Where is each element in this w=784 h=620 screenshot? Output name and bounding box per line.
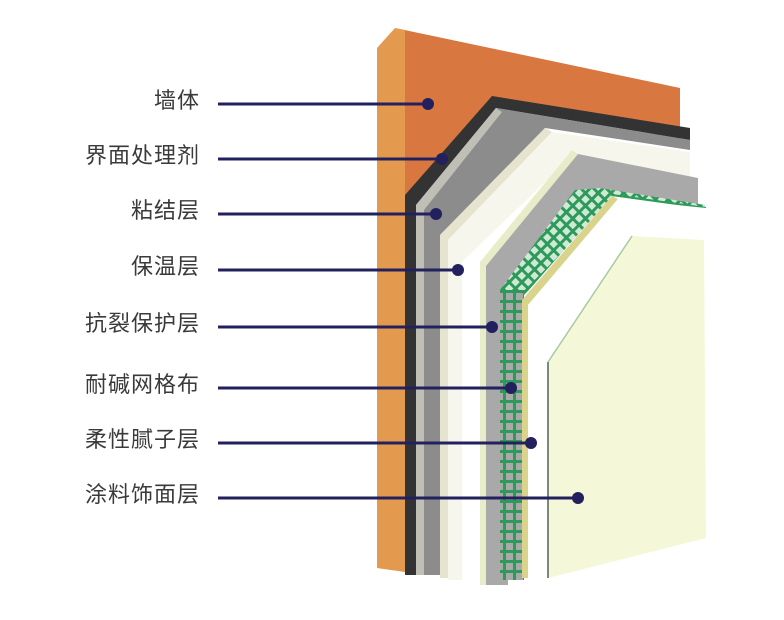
leader-lines (218, 98, 584, 504)
leader-crack-protection (218, 321, 498, 333)
leader-dot (572, 492, 584, 504)
label-insulation: 保温层 (130, 255, 200, 280)
putty-front (528, 199, 706, 578)
label-putty: 柔性腻子层 (84, 428, 200, 453)
label-wall: 墙体 (153, 89, 200, 114)
leader-dot (430, 208, 442, 220)
leader-putty (218, 437, 537, 449)
finish-front (548, 236, 706, 578)
leader-interface (218, 153, 448, 165)
finish-diag-edge (547, 235, 633, 363)
wall-side-face (377, 28, 405, 572)
wall-layer (377, 28, 680, 572)
label-interface-agent: 界面处理剂 (84, 144, 200, 169)
leader-dot (486, 321, 498, 333)
leader-finish (218, 492, 584, 504)
leader-wall (218, 98, 434, 110)
mesh-layer (500, 188, 707, 580)
leader-dot (422, 98, 434, 110)
leader-adhesive (218, 208, 442, 220)
putty-layer (522, 196, 706, 578)
leader-mesh (218, 382, 517, 394)
leader-insulation (218, 264, 464, 276)
label-crack-protection: 抗裂保护层 (84, 312, 200, 337)
label-finish: 涂料饰面层 (84, 483, 200, 508)
finish-layer (547, 235, 706, 578)
mesh-vertical (500, 290, 524, 580)
leader-dot (436, 153, 448, 165)
leader-dot (505, 382, 517, 394)
leader-dot (452, 264, 464, 276)
mesh-top-edge (611, 194, 707, 209)
label-adhesive: 粘结层 (130, 199, 200, 224)
leader-dot (525, 437, 537, 449)
wall-front-face (395, 28, 680, 572)
label-mesh: 耐碱网格布 (84, 373, 200, 398)
